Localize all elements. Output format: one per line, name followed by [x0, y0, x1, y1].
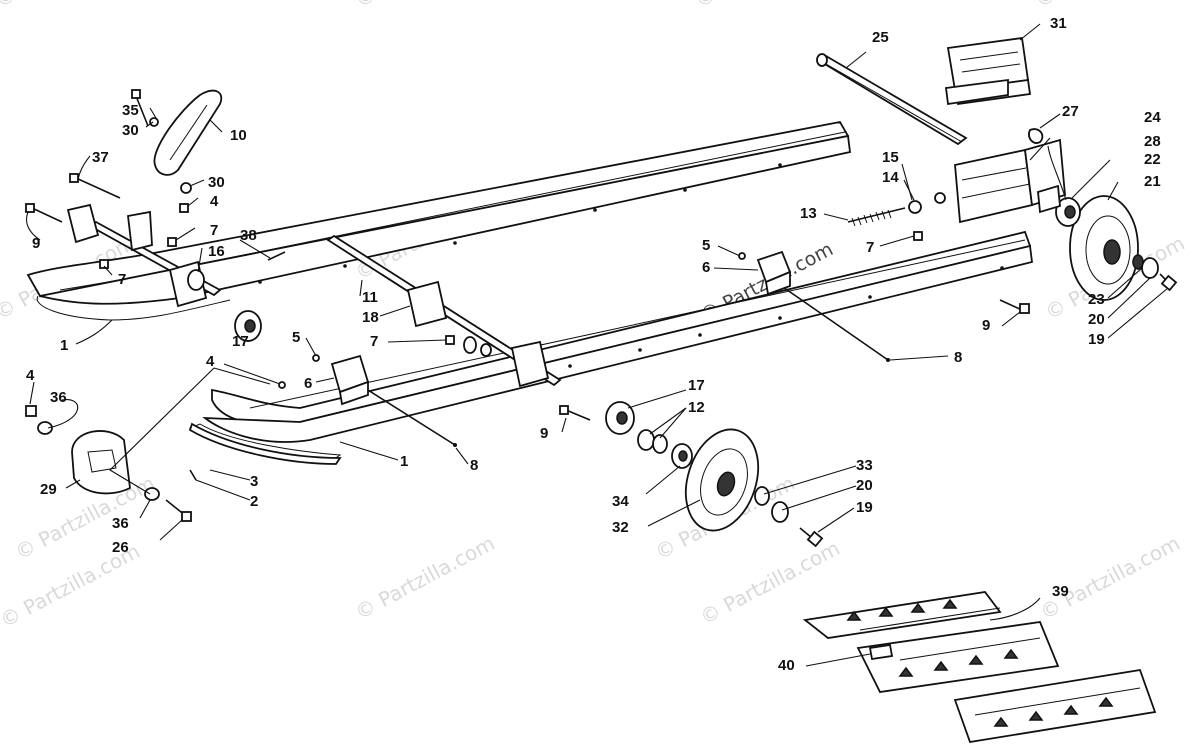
wear-strip-3: [188, 422, 342, 465]
callout-6: 6: [702, 259, 710, 276]
watermark: © Partzilla.com: [1036, 531, 1184, 625]
leader-lines: [25, 23, 1169, 667]
callout-1: 1: [60, 337, 68, 354]
callout-38: 38: [240, 227, 257, 244]
callout-7: 7: [866, 239, 874, 256]
bolt-8-rear: [779, 284, 889, 361]
watermark: © Partzilla.com: [691, 0, 839, 12]
callout-21: 21: [1144, 173, 1161, 190]
callout-6: 6: [304, 375, 312, 392]
callout-3: 3: [250, 473, 258, 490]
shock-arm-10: [153, 89, 223, 176]
bolt-19-rear: [1159, 273, 1178, 292]
callout-8: 8: [470, 457, 478, 474]
callout-16: 16: [208, 243, 225, 260]
rail-tip-29: [71, 430, 131, 495]
callout-14: 14: [882, 169, 899, 186]
block-6-front: [330, 354, 370, 406]
callout-31: 31: [1050, 15, 1067, 32]
center-axle-block-18: [406, 280, 550, 388]
callout-12: 12: [688, 399, 705, 416]
track-clip-40: [868, 643, 894, 661]
callout-4: 4: [26, 367, 35, 384]
callout-34: 34: [612, 493, 629, 510]
callout-9: 9: [540, 425, 548, 442]
callout-4: 4: [210, 193, 219, 210]
callout-39: 39: [1052, 583, 1069, 600]
callout-17: 17: [232, 333, 249, 350]
callout-37: 37: [92, 149, 109, 166]
idler-wheel-21: [1069, 195, 1139, 301]
callout-17: 17: [688, 377, 705, 394]
track-studs: [846, 598, 1114, 727]
callout-labels: 35 30 10 37 30 4 7 16 38 9 7 17 1 25 31 …: [26, 15, 1161, 674]
callout-32: 32: [612, 519, 629, 536]
cap-33: [754, 486, 770, 506]
slide-rail-right: [188, 230, 1033, 463]
washer-20-rear: [1141, 257, 1159, 279]
callout-29: 29: [40, 481, 57, 498]
callout-8: 8: [954, 349, 962, 366]
callout-30: 30: [208, 174, 225, 191]
bracket-31: [944, 36, 1032, 106]
hub-22: [1055, 197, 1081, 227]
callout-24: 24: [1144, 109, 1161, 126]
callout-7: 7: [210, 222, 218, 239]
bolt-38: [267, 251, 286, 261]
callout-1: 1: [400, 453, 408, 470]
callout-18: 18: [362, 309, 379, 326]
bolt-8-front: [359, 384, 456, 446]
callout-30: 30: [122, 122, 139, 139]
callout-5: 5: [292, 329, 300, 346]
spacer-28: [1037, 184, 1061, 214]
bearing-34: [671, 443, 693, 469]
callout-5: 5: [702, 237, 710, 254]
callout-20: 20: [1088, 311, 1105, 328]
roller-17-front: [234, 310, 262, 342]
watermark: © Partzilla.com: [351, 531, 499, 625]
callout-20: 20: [856, 477, 873, 494]
callout-11: 11: [362, 289, 378, 306]
callout-27: 27: [1062, 103, 1079, 120]
idler-wheel-32: [684, 428, 760, 532]
track-39: [802, 591, 1157, 744]
block-6-rear: [756, 250, 792, 296]
callout-28: 28: [1144, 133, 1161, 150]
watermark: © Partzilla.com: [1031, 0, 1179, 12]
callout-19: 19: [856, 499, 873, 516]
callout-9: 9: [982, 317, 990, 334]
callout-33: 33: [856, 457, 873, 474]
rear-axle-25: [816, 53, 968, 146]
callout-9: 9: [32, 235, 40, 252]
callout-15: 15: [882, 149, 899, 166]
callout-22: 22: [1144, 151, 1161, 168]
callout-7: 7: [370, 333, 378, 350]
callout-13: 13: [800, 205, 817, 222]
callout-19: 19: [1088, 331, 1105, 348]
callout-36: 36: [112, 515, 129, 532]
callout-25: 25: [872, 29, 889, 46]
callout-40: 40: [778, 657, 795, 674]
cap-23: [1132, 254, 1144, 270]
spacers-12: [637, 429, 668, 454]
watermark: © Partzilla.com: [0, 0, 139, 12]
callout-2: 2: [250, 493, 258, 510]
callout-35: 35: [122, 102, 139, 119]
roller-17-center: [605, 401, 635, 435]
bolt-19-front: [799, 527, 824, 548]
rail-holes: [258, 163, 1004, 368]
washer-20-front: [771, 501, 789, 523]
callout-23: 23: [1088, 291, 1105, 308]
callout-36: 36: [50, 389, 67, 406]
callout-10: 10: [230, 127, 247, 144]
slide-rail-left: [26, 120, 851, 321]
callout-7: 7: [118, 271, 126, 288]
watermark: © Partzilla.com: [696, 536, 844, 630]
rear-pin-13: [847, 207, 906, 227]
callout-26: 26: [112, 539, 129, 556]
watermark: © Partzilla.com: [351, 0, 499, 12]
callout-4: 4: [206, 353, 215, 370]
